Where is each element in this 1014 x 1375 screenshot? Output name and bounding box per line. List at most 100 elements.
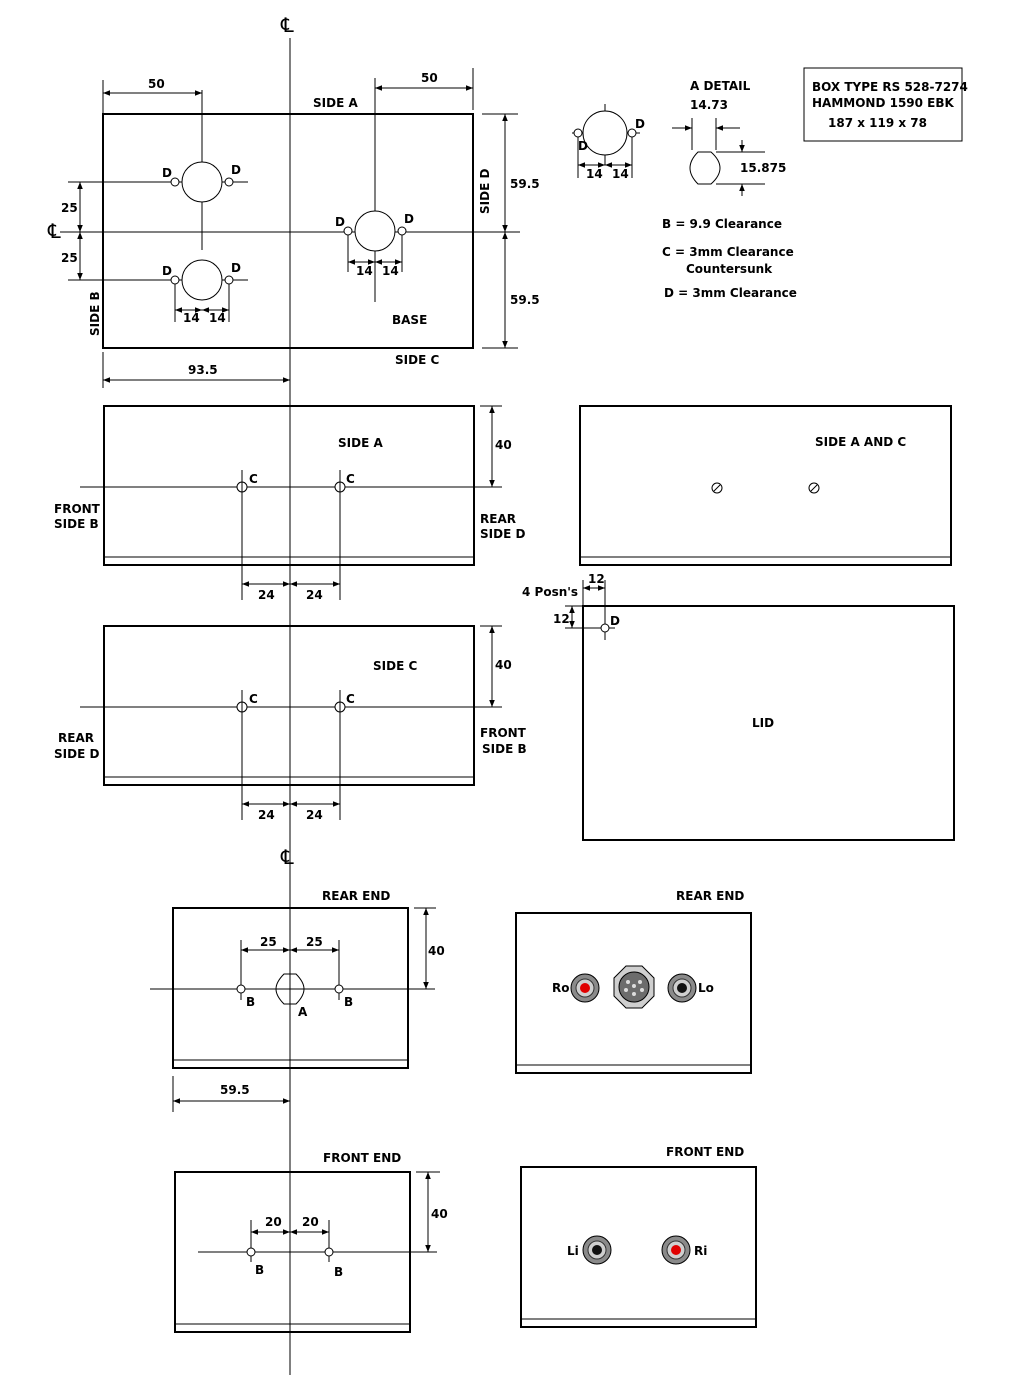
side-c-left-2: SIDE D (54, 747, 99, 761)
dim-24: 24 (306, 808, 323, 822)
dim-25-lower: 25 (61, 251, 78, 265)
hole-d (224, 275, 234, 285)
lid-positions: 4 Posn's (522, 585, 578, 599)
side-a-and-c-title: SIDE A AND C (815, 435, 906, 449)
hole-d (170, 177, 180, 187)
hole-b (246, 1247, 256, 1257)
title-line-3: 187 x 119 x 78 (828, 116, 927, 130)
dim-right-50: 50 (421, 71, 438, 85)
rca-jack-lo (667, 973, 697, 1003)
dim-20: 20 (302, 1215, 319, 1229)
dim-25: 25 (306, 935, 323, 949)
jack-lo-label: Lo (698, 981, 714, 995)
hole-c-label: C (249, 692, 258, 706)
side-a-and-c-view: SIDE A AND C (579, 405, 952, 566)
hole-c-label: C (249, 472, 258, 486)
base-label: BASE (392, 313, 427, 327)
a-detail-dim-14: 14 (612, 167, 629, 181)
hole-d-label: D (162, 264, 172, 278)
rca-jack-ro (570, 973, 600, 1003)
dim-14: 14 (382, 264, 399, 278)
side-c-height: 40 (495, 658, 512, 672)
a-detail: A DETAIL D D 14 14 14.73 15.875 (572, 79, 786, 196)
dim-24: 24 (306, 588, 323, 602)
lid-hole-label: D (610, 614, 620, 628)
lid-dx: 12 (588, 572, 605, 586)
hole-d-label: D (231, 261, 241, 275)
legend: B = 9.9 Clearance C = 3mm Clearance Coun… (662, 217, 797, 300)
hole-b (324, 1247, 334, 1257)
side-c-view: SIDE C C C 24 24 40 REAR SIDE D FRONT SI… (54, 625, 527, 822)
side-a-height: 40 (495, 438, 512, 452)
base-outline (102, 113, 474, 349)
front-end-render: FRONT END Li Ri (520, 1145, 757, 1328)
dim-14: 14 (183, 311, 200, 325)
title-line-1: BOX TYPE RS 528-7274 (812, 80, 968, 94)
base-side-a-label: SIDE A (313, 96, 358, 110)
base-side-b-label: SIDE B (88, 291, 102, 336)
dim-14: 14 (209, 311, 226, 325)
jack-li-label: Li (567, 1244, 579, 1258)
hole-d-label: D (231, 163, 241, 177)
front-end-view: FRONT END 20 20 B B 40 (174, 1151, 448, 1333)
hole-b-top (181, 161, 223, 203)
hole-d (397, 226, 407, 236)
hole-b-right (354, 210, 396, 252)
hole-c-label: C (346, 472, 355, 486)
side-c-title: SIDE C (373, 659, 417, 673)
dim-20: 20 (265, 1215, 282, 1229)
a-detail-title: A DETAIL (690, 79, 751, 93)
hole-a (275, 973, 305, 1005)
lid-dy: 12 (553, 612, 570, 626)
front-end-height: 40 (431, 1207, 448, 1221)
rear-end-height: 40 (428, 944, 445, 958)
legend-c: C = 3mm Clearance (662, 245, 794, 259)
lid-title: LID (752, 716, 774, 730)
side-a-left-2: SIDE B (54, 517, 99, 531)
hole-d (224, 177, 234, 187)
base-side-c-label: SIDE C (395, 353, 439, 367)
side-c-outline (103, 625, 475, 786)
rear-end-title: REAR END (322, 889, 390, 903)
side-a-view: SIDE A C C 24 24 40 FRONT SIDE B REAR SI… (54, 405, 525, 602)
hole-b (236, 984, 246, 994)
hole-d (170, 275, 180, 285)
rear-end-render-title: REAR END (676, 889, 744, 903)
dim-25: 25 (260, 935, 277, 949)
dim-25-upper: 25 (61, 201, 78, 215)
dim-left-50: 50 (148, 77, 165, 91)
hole-d-label: D (404, 212, 414, 226)
centerline-symbol-left: ℄ (47, 219, 61, 243)
hole-a-label: A (298, 1005, 308, 1019)
hole-d (343, 226, 353, 236)
hole-b-label: B (344, 995, 353, 1009)
a-detail-dim-14: 14 (586, 167, 603, 181)
hole-b-label: B (255, 1263, 264, 1277)
rca-jack-ri (661, 1235, 691, 1265)
a-detail-width: 14.73 (690, 98, 728, 112)
dim-24: 24 (258, 588, 275, 602)
side-a-left-1: FRONT (54, 502, 101, 516)
legend-b: B = 9.9 Clearance (662, 217, 782, 231)
dim-59-5-upper: 59.5 (510, 177, 540, 191)
centerline: ℄ ℄ (280, 13, 294, 1375)
rear-end-view: REAR END 25 25 B B A 40 59.5 (150, 889, 445, 1112)
centerline-symbol-top: ℄ (280, 13, 294, 37)
base-side-d-label: SIDE D (478, 169, 492, 214)
legend-d: D = 3mm Clearance (664, 286, 797, 300)
lid-view: LID 4 Posn's 12 12 D (522, 572, 955, 841)
side-a-right-2: SIDE D (480, 527, 525, 541)
centerline-symbol-mid: ℄ (280, 845, 294, 869)
lid-outline (582, 605, 955, 841)
side-c-right-1: FRONT (480, 726, 527, 740)
rear-end-outline (172, 907, 409, 1069)
title-line-2: HAMMOND 1590 EBK (812, 96, 955, 110)
side-a-outline (103, 405, 475, 566)
legend-c-countersunk: Countersunk (686, 262, 773, 276)
jack-ri-label: Ri (694, 1244, 707, 1258)
rca-jack-li (582, 1235, 612, 1265)
jack-ro-label: Ro (552, 981, 569, 995)
hole-d-label: D (162, 166, 172, 180)
hole-b-bottom (181, 259, 223, 301)
